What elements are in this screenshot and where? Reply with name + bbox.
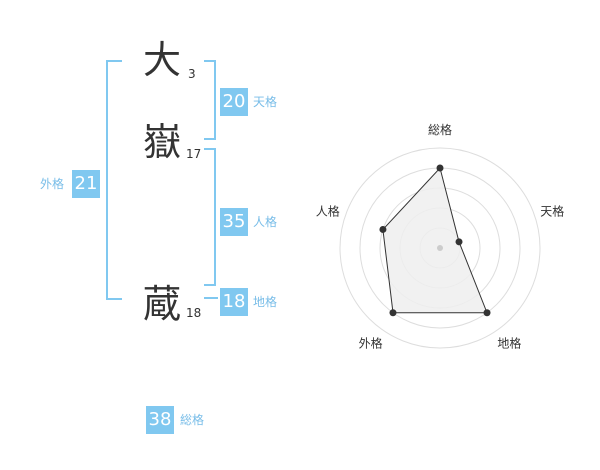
radar-point-3: [483, 309, 491, 317]
name-char-3: 蔵: [143, 282, 182, 326]
chikaku-label: 地格: [253, 295, 278, 309]
jinkaku-value: 35: [220, 208, 248, 236]
jinkaku-label: 人格: [253, 215, 278, 229]
gaikaku-value: 21: [72, 170, 100, 198]
tenkaku-label: 天格: [253, 95, 278, 109]
tenkaku-value: 20: [220, 88, 248, 116]
stroke-count-2: 17: [186, 147, 202, 161]
chikaku-connector: [204, 297, 218, 299]
radar-area: [382, 166, 488, 314]
radar-center-dot: [437, 245, 443, 251]
radar-axis-label-2: 天格: [540, 204, 564, 219]
chikaku-value: 18: [220, 288, 248, 316]
name-char-2: 嶽: [143, 120, 182, 164]
soukaku-label: 総格: [180, 413, 205, 427]
stroke-count-1: 3: [188, 67, 196, 81]
gaikaku-bracket: [106, 60, 122, 300]
gaikaku-label: 外格: [40, 177, 65, 191]
radar-ring: [339, 147, 541, 349]
jinkaku-bracket: [204, 148, 216, 286]
radar-axis-label-1: 総格: [428, 122, 452, 137]
radar-axis-label-5: 人格: [316, 204, 340, 219]
radar-points: [379, 164, 491, 317]
radar-point-4: [389, 309, 397, 317]
radar-point-2: [455, 238, 463, 246]
stroke-count-3: 18: [186, 306, 202, 320]
radar-axis-label-3: 地格: [497, 335, 521, 350]
tenkaku-bracket: [204, 60, 216, 140]
name-char-1: 大: [143, 38, 182, 82]
soukaku-value: 38: [146, 406, 174, 434]
radar-axis-label-4: 外格: [359, 335, 383, 350]
radar-point-1: [436, 164, 444, 172]
radar-point-5: [379, 225, 387, 233]
